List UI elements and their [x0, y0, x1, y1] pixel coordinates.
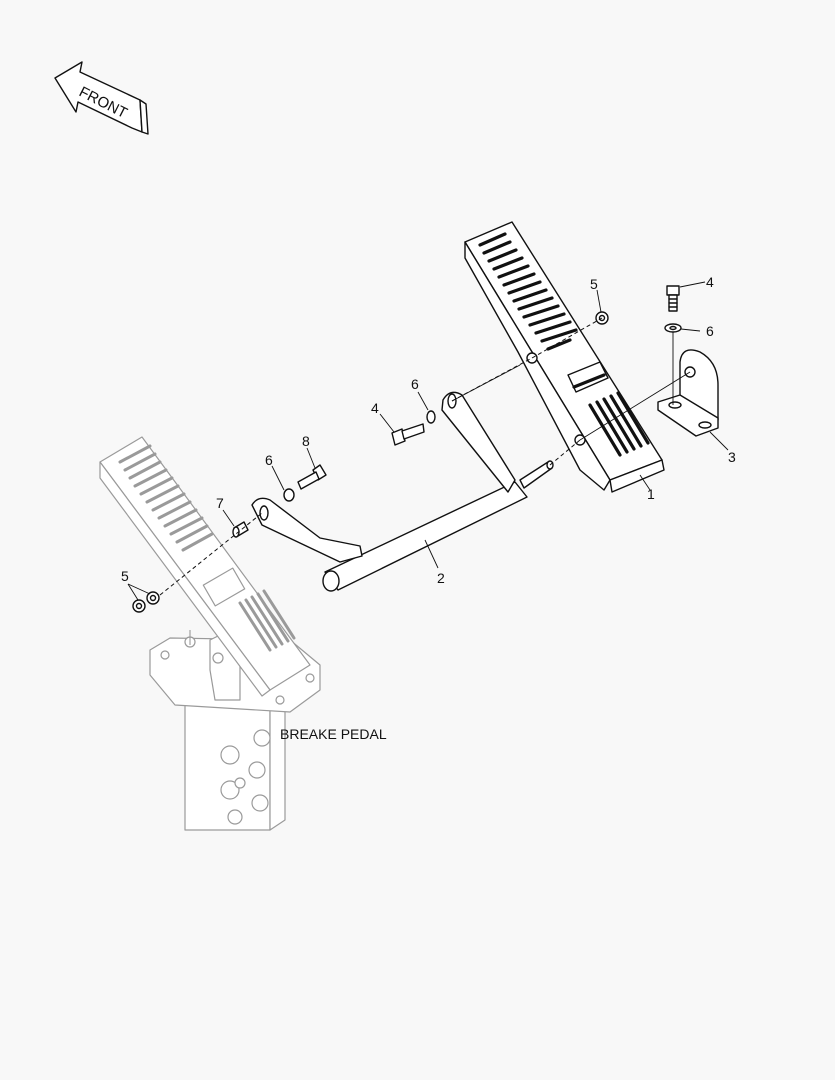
washer-6-lever [426, 410, 436, 424]
callout-8: 8 [302, 433, 310, 449]
callout-4-lever: 4 [371, 400, 379, 416]
spacer-7 [232, 521, 249, 538]
callout-6-lever: 6 [411, 376, 419, 392]
front-arrow-icon: FRONT [54, 61, 149, 135]
bolt-4-top [666, 285, 680, 312]
brake-pedal-assembly [99, 436, 321, 831]
callout-7: 7 [216, 495, 224, 511]
callout-1: 1 [647, 486, 655, 502]
callout-5-brake: 5 [121, 568, 129, 584]
callout-2: 2 [437, 570, 445, 586]
bolt-8 [297, 464, 327, 490]
brake-pedal-label: BREAKE PEDAL [280, 726, 387, 742]
callout-6-left: 6 [265, 452, 273, 468]
callout-5-top: 5 [590, 276, 598, 292]
accelerator-pedal [464, 221, 665, 493]
brake-pedal-ribs-icon [118, 444, 296, 652]
shaft-lever [251, 391, 554, 592]
callout-4-top: 4 [706, 274, 714, 290]
bolt-4-lever [391, 423, 425, 446]
accelerator-pedal-ribs-icon [478, 232, 650, 457]
callout-6-top: 6 [706, 323, 714, 339]
bracket [657, 349, 719, 437]
callout-3: 3 [728, 449, 736, 465]
washer-6-left [283, 488, 295, 502]
